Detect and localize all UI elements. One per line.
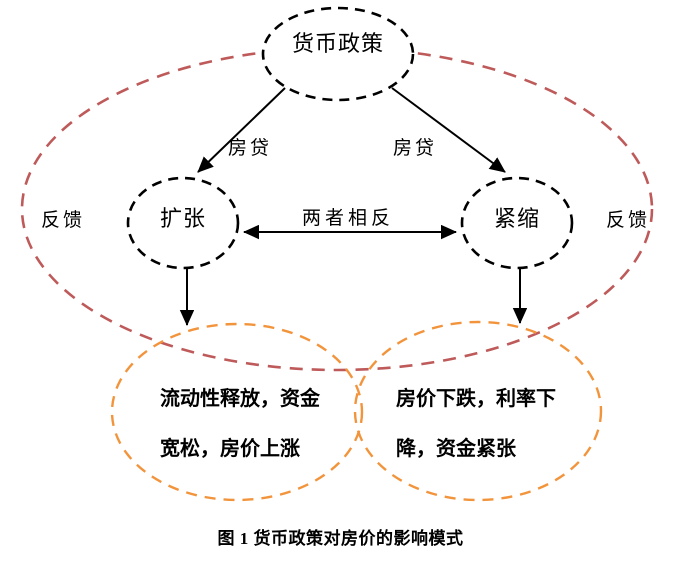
edge-label-loan-right: 房贷 (392, 138, 437, 159)
arrow-policy-to-contraction (391, 87, 506, 173)
outcome-expansion-line1: 流动性释放，资金 (160, 388, 320, 410)
arrow-policy-to-expansion (197, 87, 286, 173)
outcome-ellipse-expansion (110, 322, 364, 502)
node-ellipse-contraction (460, 176, 574, 270)
outcome-contraction-line2: 降，资金紧张 (396, 438, 516, 460)
edge-label-feedback-right: 反馈 (605, 210, 650, 231)
node-ellipse-policy (261, 6, 415, 102)
edge-label-opposite: 两者相反 (301, 208, 394, 229)
node-ellipse-expansion (126, 176, 240, 270)
figure-caption: 图 1 货币政策对房价的影响模式 (217, 529, 464, 548)
edge-label-loan-left: 房贷 (227, 138, 272, 159)
outcome-text-expansion: 流动性释放，资金 宽松，房价上涨 (160, 374, 360, 474)
outcome-expansion-line2: 宽松，房价上涨 (160, 438, 300, 460)
outcome-ellipse-contraction (353, 320, 603, 502)
edge-label-feedback-left: 反馈 (40, 210, 85, 231)
outcome-contraction-line1: 房价下跌，利率下 (396, 388, 556, 410)
outcome-text-contraction: 房价下跌，利率下 降，资金紧张 (396, 374, 596, 474)
